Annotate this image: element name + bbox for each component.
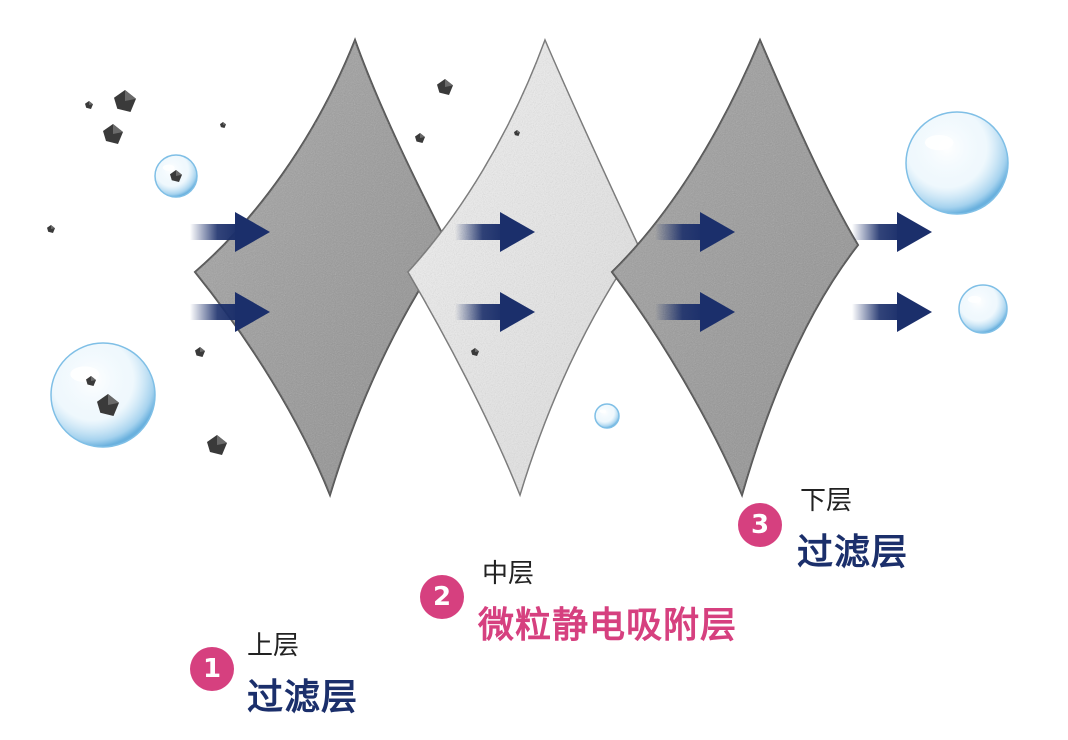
layer-2-name: 微粒静电吸附层 (478, 605, 738, 646)
arrow-right-icon (852, 292, 932, 332)
layer-1-position: 上层 (247, 631, 300, 661)
arrow-right-icon (655, 292, 735, 332)
layer-2-position: 中层 (482, 559, 535, 589)
water-bubble-icon (594, 403, 620, 429)
arrow-right-icon (852, 212, 932, 252)
layer-1-sheet (193, 37, 450, 499)
dust-particle-icon (170, 170, 182, 182)
arrow-right-icon (190, 292, 270, 332)
water-bubble-icon (905, 111, 1009, 215)
layer-3-position: 下层 (800, 486, 853, 516)
dust-particle-icon (85, 101, 93, 109)
water-bubble-icon (958, 284, 1008, 334)
dust-particle-icon (514, 130, 520, 136)
dust-particle-icon (114, 90, 136, 112)
arrow-right-icon (655, 212, 735, 252)
layer-3-number-badge: 3 (738, 503, 782, 547)
dust-particle-icon (47, 225, 55, 233)
dust-particle-icon (220, 122, 226, 128)
dust-particles (47, 79, 520, 455)
dust-particle-icon (103, 124, 123, 144)
dust-particle-icon (86, 376, 96, 386)
layer-2-number-badge: 2 (420, 575, 464, 619)
water-bubbles (50, 111, 1009, 448)
dust-particle-icon (207, 435, 227, 455)
layer-1-name: 过滤层 (247, 677, 359, 718)
arrow-right-icon (455, 212, 535, 252)
dust-particle-icon (195, 347, 205, 357)
airflow-arrows (190, 212, 932, 332)
layer-3-name: 过滤层 (797, 532, 909, 573)
layer-1-number-badge: 1 (190, 647, 234, 691)
water-bubble-icon (50, 342, 156, 448)
dust-particle-icon (415, 133, 425, 143)
dust-particle-icon (471, 348, 479, 356)
dust-particle-icon (437, 79, 453, 95)
dust-particle-icon (97, 394, 119, 416)
arrow-right-icon (455, 292, 535, 332)
arrow-right-icon (190, 212, 270, 252)
layer-3-sheet (610, 37, 860, 498)
layer-2-sheet (407, 37, 639, 498)
